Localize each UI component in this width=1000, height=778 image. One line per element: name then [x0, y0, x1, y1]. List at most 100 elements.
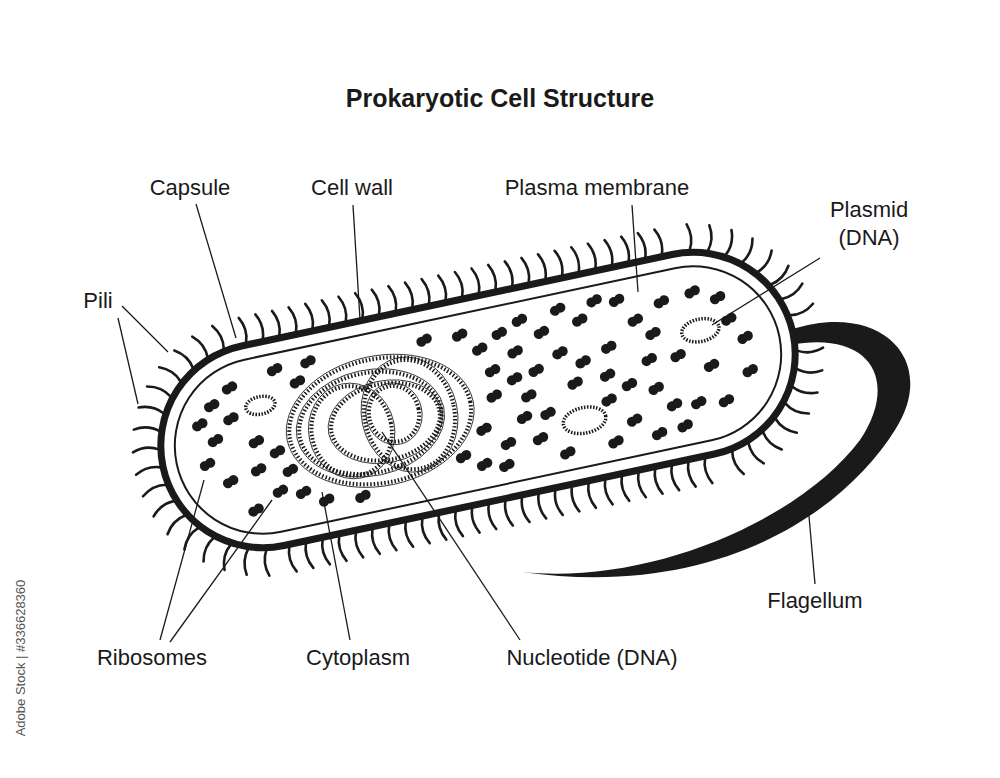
ribosome: [454, 449, 472, 464]
cell-wall: [142, 233, 814, 566]
ribosome: [198, 457, 216, 472]
pilus: [159, 363, 181, 385]
pilus: [304, 542, 313, 568]
pilus: [636, 472, 645, 498]
pilus: [181, 528, 203, 550]
pilus: [605, 239, 614, 265]
pilus: [792, 382, 817, 398]
pilus: [405, 282, 414, 308]
pilus: [621, 236, 630, 262]
ribosome: [222, 474, 240, 489]
plasma-membrane: [158, 250, 797, 550]
ribosome: [499, 436, 517, 451]
pilus: [142, 484, 168, 496]
dna-strand: [274, 337, 487, 504]
pilus: [220, 545, 236, 570]
ribosome: [250, 462, 268, 477]
pilus: [338, 296, 347, 322]
pilus: [797, 345, 823, 355]
ribosome: [531, 431, 549, 446]
pilus: [147, 382, 171, 401]
ribosome: [222, 411, 240, 426]
pilus: [133, 445, 159, 455]
ribosome: [626, 413, 644, 428]
pilus: [199, 538, 218, 562]
leader-lines: [118, 204, 820, 642]
ribosome: [709, 290, 727, 305]
ribosome: [206, 433, 224, 448]
ribosome: [266, 362, 284, 377]
part-label: Cell wall: [311, 174, 393, 202]
ribosome: [510, 313, 528, 328]
pilus: [239, 317, 248, 343]
ribosome: [600, 340, 618, 355]
ribosome: [690, 395, 708, 410]
pilus: [702, 225, 714, 251]
ribosome: [651, 426, 669, 441]
ribosome: [527, 363, 545, 378]
dna-strand: [351, 348, 469, 481]
ribosome: [490, 326, 508, 341]
watermark: Adobe Stock | #336628360: [13, 580, 28, 737]
pilus: [779, 284, 804, 299]
title: Prokaryotic Cell Structure: [346, 84, 654, 113]
pilus: [262, 550, 272, 576]
pilus: [537, 493, 546, 519]
ribosome: [600, 392, 618, 407]
part-label: Nucleotide (DNA): [506, 644, 677, 672]
pilus: [788, 304, 814, 316]
dna-strand: [300, 375, 404, 487]
ribosome: [683, 284, 701, 299]
pilus: [796, 364, 822, 376]
ribosome: [191, 417, 209, 432]
pilus: [521, 257, 530, 283]
pilus: [404, 521, 413, 547]
ribosome: [415, 333, 433, 348]
pilus: [388, 285, 397, 311]
ribosome: [506, 344, 524, 359]
pilus: [487, 504, 496, 530]
dna-strand: [360, 378, 428, 450]
pilus: [192, 334, 207, 359]
ribosome: [220, 380, 238, 395]
ribosome: [484, 363, 502, 378]
pilus: [775, 414, 797, 436]
ribosome: [271, 484, 289, 499]
ribosome: [644, 326, 662, 341]
pilus: [571, 246, 580, 272]
pilus: [795, 325, 821, 334]
ribosome: [566, 376, 584, 391]
pilus: [422, 278, 431, 304]
ribosome: [717, 393, 735, 408]
ribosome: [295, 485, 313, 500]
pilus: [139, 403, 164, 419]
pilus: [763, 428, 782, 452]
pilus: [337, 535, 346, 561]
ribosome: [676, 418, 694, 433]
dna-strand: [303, 379, 400, 484]
pilus: [470, 507, 479, 533]
pilus: [272, 310, 281, 336]
ribosome: [203, 398, 221, 413]
pilus: [588, 243, 597, 269]
ribosome: [665, 397, 683, 412]
pilus: [372, 289, 381, 315]
pilus: [670, 465, 679, 491]
ribosome: [702, 358, 720, 373]
pilus: [174, 347, 193, 371]
pilus: [305, 303, 314, 329]
pilus: [438, 275, 447, 301]
pilus: [287, 546, 296, 572]
pilus: [370, 528, 379, 554]
pilus: [732, 449, 744, 475]
ribosome: [607, 434, 625, 449]
ribosome: [559, 445, 577, 460]
pilus: [212, 324, 224, 350]
pilus: [654, 229, 663, 255]
pilus: [454, 511, 463, 537]
nucleoid: [274, 337, 487, 504]
ribosome: [549, 302, 567, 317]
ribosome: [520, 388, 538, 403]
pilus: [720, 230, 736, 255]
